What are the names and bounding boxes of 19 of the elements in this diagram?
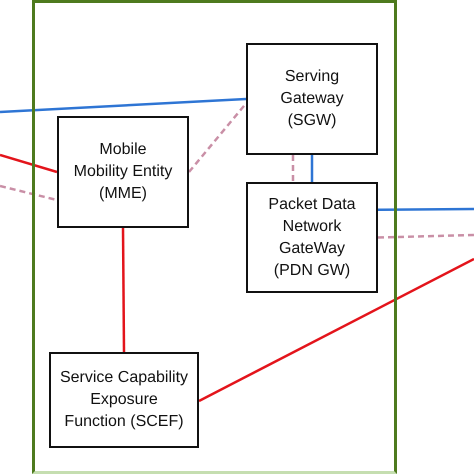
network-function-box [246, 182, 378, 293]
connector-line [198, 258, 474, 402]
connector-line [310, 155, 314, 182]
network-function-box [49, 352, 199, 448]
node-label: Packet Data Network GateWay (PDN GW) [267, 194, 357, 280]
connector-line [378, 208, 474, 211]
boundary-frame [32, 0, 397, 474]
connector-line [0, 154, 58, 174]
connector-line [188, 102, 247, 173]
node-label: Mobile Mobility Entity (MME) [72, 140, 174, 204]
network-function-box [246, 43, 378, 155]
network-function-box [57, 116, 189, 228]
node-label: Serving Gateway (SGW) [279, 67, 345, 131]
connector-line [0, 184, 58, 202]
connector-line [122, 228, 126, 352]
connector-line [378, 234, 474, 239]
node-label: Service Capability Exposure Function (SCEF) [58, 368, 190, 432]
connector-line [0, 98, 246, 114]
connector-line [292, 155, 294, 182]
